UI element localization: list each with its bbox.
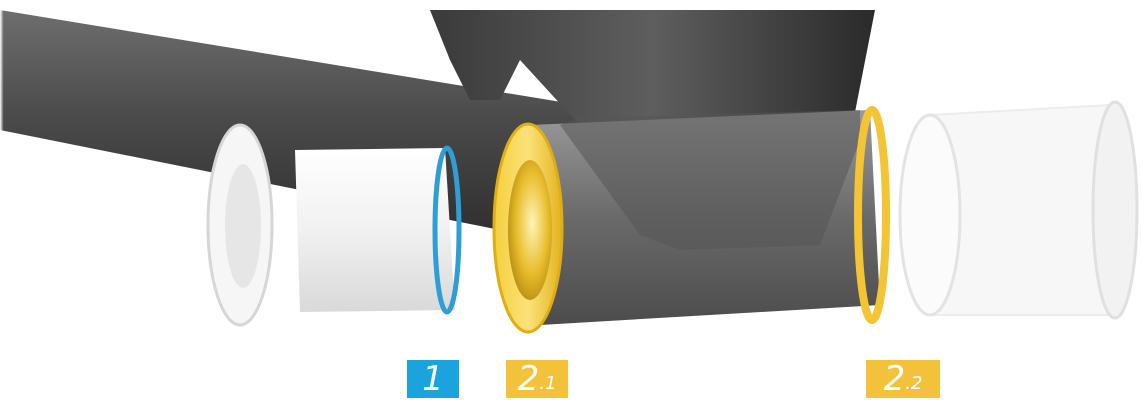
part-label-2-2-sub: .2	[905, 375, 922, 393]
part-label-1: 1	[407, 360, 459, 398]
bearing-cup-left-body	[295, 148, 455, 312]
part-label-2-1-sub: .1	[539, 375, 556, 393]
shim-cup-inner	[508, 160, 552, 300]
bearing-cup-left-bore	[225, 164, 261, 288]
part-label-2-2: 2 .2	[866, 360, 940, 398]
part-label-2-1-main: 2	[518, 362, 540, 396]
bearing-cup-right-mouth	[900, 115, 960, 315]
part-label-1-main: 1	[422, 362, 444, 396]
bearing-cup-right-flange	[1093, 102, 1137, 318]
part-label-2-1: 2 .1	[506, 360, 568, 398]
tube-fade	[0, 0, 60, 160]
part-label-2-2-main: 2	[884, 362, 906, 396]
